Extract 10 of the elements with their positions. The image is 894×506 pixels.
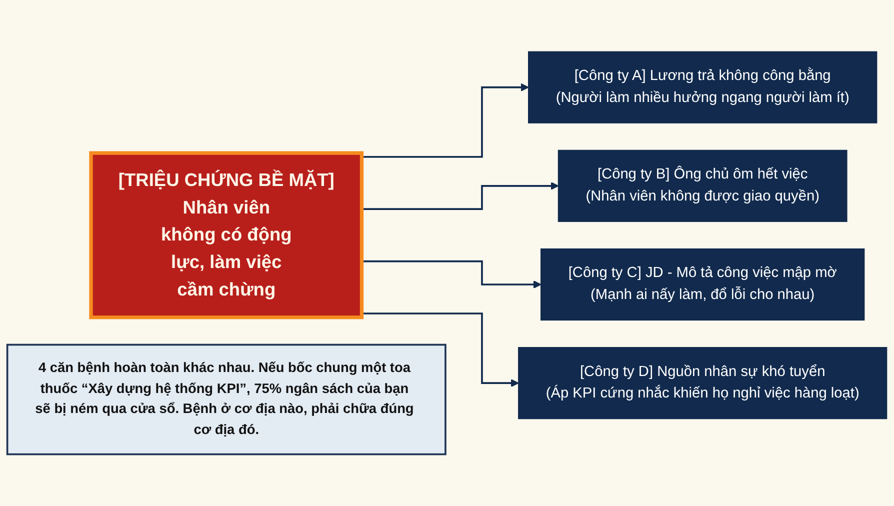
node-box: [Công ty A] Lương trả không công bằng (Người làm nhiều hưởng ngang người làm ít) <box>528 51 878 124</box>
node-box: 4 căn bệnh hoàn toàn khác nhau. Nếu bốc chung một toa thuốc “Xây dựng hệ thống KPI”, 75% ngân sách của bạn sẽ bị ném qua cửa sổ. Bệnh ở cơ địa nào, phải chữa đúng cơ địa đó. <box>6 344 446 456</box>
arrow <box>362 260 542 288</box>
arrow <box>362 83 529 158</box>
node-box: [Công ty B] Ông chủ ôm hết việc (Nhân viên không được giao quyền) <box>558 150 848 222</box>
arrow <box>362 182 559 210</box>
node-box: [Công ty C] JD - Mô tả công việc mập mờ (Mạnh ai nấy làm, đổ lỗi cho nhau) <box>540 248 865 321</box>
node-box: [Công ty D] Nguồn nhân sự khó tuyển (Áp KPI cứng nhắc khiến họ nghỉ việc hàng loạt) <box>518 347 888 420</box>
node-box: [TRIỆU CHỨNG BỀ MẶT] Nhân viên không có động lực, làm việc cầm chừng <box>89 151 364 320</box>
arrow <box>362 312 519 388</box>
